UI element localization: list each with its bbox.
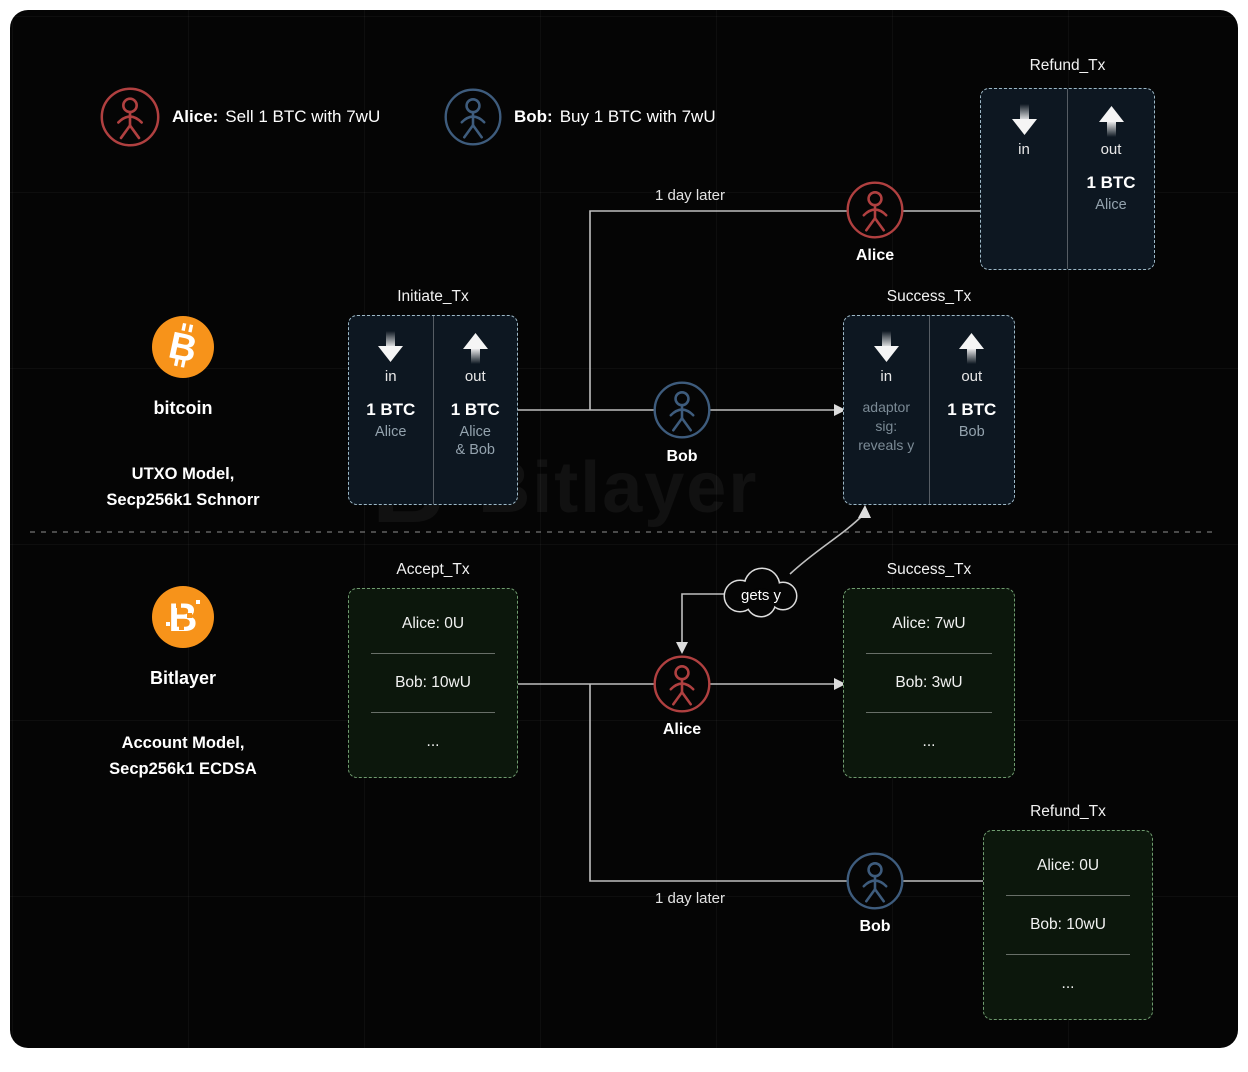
row-separator bbox=[371, 653, 495, 654]
watermark-text: Bitlayer bbox=[478, 448, 759, 528]
refund-tx-bitlayer-box: Alice: 0U Bob: 10wU ... bbox=[983, 830, 1153, 1020]
success-btc-out-column: out 1 BTC Bob bbox=[928, 316, 1015, 504]
bob-btc-icon bbox=[652, 380, 712, 440]
success-tx-bitlayer-title: Success_Tx bbox=[886, 561, 972, 578]
success-row-1: Alice: 7wU bbox=[892, 615, 966, 632]
refund-btc-in-column: in bbox=[981, 89, 1067, 269]
alice-bitlayer-icon bbox=[652, 654, 712, 714]
row-separator bbox=[866, 653, 992, 654]
refund-btc-out-column: out 1 BTC Alice bbox=[1067, 89, 1154, 269]
out-owner-line2: & Bob bbox=[455, 442, 496, 458]
out-amount: 1 BTC bbox=[1086, 173, 1136, 192]
legend-bob-icon bbox=[443, 87, 503, 147]
out-owner: Bob bbox=[958, 424, 985, 440]
row-separator bbox=[1006, 954, 1130, 955]
diagram-world: gets y B Bitlayer Alice: Sell 1 BTC with… bbox=[10, 10, 1238, 1048]
out-owner: Alice bbox=[1095, 197, 1127, 213]
out-arrow-icon bbox=[1098, 106, 1124, 137]
accept-row-3: ... bbox=[426, 733, 440, 750]
bob-bitlayer-icon bbox=[845, 851, 905, 911]
bitlayer-model: Account Model, Secp256k1 ECDSA bbox=[83, 730, 283, 782]
bitlayer-name: Bitlayer bbox=[149, 668, 217, 688]
accept-row-1: Alice: 0U bbox=[401, 615, 465, 632]
success-tx-btc-title: Success_Tx bbox=[886, 288, 972, 305]
in-arrow-icon bbox=[1011, 104, 1037, 135]
initiate-out-column: out 1 BTC Alice & Bob bbox=[432, 316, 518, 504]
accept-row-2: Bob: 10wU bbox=[395, 674, 471, 691]
gets-y-cloud: gets y bbox=[723, 567, 798, 618]
note-line1: adaptor bbox=[862, 399, 910, 415]
legend-alice-name: Alice: bbox=[172, 107, 219, 126]
note-line2: sig: bbox=[875, 418, 898, 434]
arrowhead-to-alice bbox=[676, 642, 688, 654]
out-amount: 1 BTC bbox=[947, 400, 997, 419]
bitlayer-model-line1: Account Model, bbox=[121, 734, 245, 752]
in-amount: 1 BTC bbox=[366, 400, 416, 419]
bitlayer-logo-letter: B bbox=[169, 596, 198, 640]
out-label: out bbox=[464, 368, 486, 385]
alice-top-icon bbox=[845, 180, 905, 240]
legend-alice-text: Alice: Sell 1 BTC with 7wU bbox=[172, 86, 380, 148]
success-row-3: ... bbox=[922, 733, 936, 750]
row-separator bbox=[866, 712, 992, 713]
out-arrow-icon bbox=[462, 333, 488, 364]
accept-tx-box: Alice: 0U Bob: 10wU ... bbox=[348, 588, 518, 778]
connector-cloud-to-alice bbox=[681, 593, 726, 643]
bitlayer-logo: B bbox=[151, 585, 215, 649]
in-label: in bbox=[384, 368, 397, 385]
legend-bob-text: Bob: Buy 1 BTC with 7wU bbox=[514, 87, 716, 147]
bob-btc-label: Bob bbox=[666, 448, 698, 465]
legend-bob-name: Bob: bbox=[514, 107, 553, 126]
bitcoin-model-line2: Secp256k1 Schnorr bbox=[106, 491, 260, 509]
out-arrow-icon bbox=[959, 333, 985, 364]
refund-row-1: Alice: 0U bbox=[1036, 857, 1100, 874]
success-btc-in-column: in adaptor sig: reveals y bbox=[844, 316, 929, 504]
refund-tx-btc-box: in out 1 BTC Alice bbox=[980, 88, 1155, 270]
out-amount: 1 BTC bbox=[450, 400, 500, 419]
out-owner-line1: Alice bbox=[459, 424, 491, 440]
refund-tx-bitlayer-title: Refund_Tx bbox=[1030, 803, 1106, 820]
legend-alice-desc: Sell 1 BTC with 7wU bbox=[225, 107, 381, 126]
adaptor-sig-note: adaptor sig: reveals y bbox=[858, 398, 914, 455]
refund-row-3: ... bbox=[1061, 975, 1075, 992]
out-label: out bbox=[1100, 141, 1122, 158]
legend-alice-icon bbox=[99, 86, 161, 148]
in-owner: Alice bbox=[375, 424, 407, 440]
refund-row-2: Bob: 10wU bbox=[1030, 916, 1106, 933]
arrowhead-to-btc-success-bottom bbox=[858, 505, 871, 518]
initiate-in-column: in 1 BTC Alice bbox=[349, 316, 433, 504]
initiate-tx-box: in 1 BTC Alice out 1 BTC Alice & Bob bbox=[348, 315, 518, 505]
out-label: out bbox=[961, 368, 983, 385]
in-arrow-icon bbox=[873, 331, 899, 362]
row-separator bbox=[371, 712, 495, 713]
alice-bitlayer-label: Alice bbox=[662, 721, 702, 738]
success-tx-btc-box: in adaptor sig: reveals y out 1 BTC Bob bbox=[843, 315, 1015, 505]
row-separator bbox=[1006, 895, 1130, 896]
refund-tx-btc-title: Refund_Tx bbox=[1029, 57, 1106, 74]
delay-label-top: 1 day later bbox=[654, 187, 726, 204]
delay-label-bottom: 1 day later bbox=[654, 890, 726, 907]
in-label: in bbox=[880, 368, 893, 385]
bitcoin-model: UTXO Model, Secp256k1 Schnorr bbox=[83, 461, 283, 513]
bitlayer-model-line2: Secp256k1 ECDSA bbox=[109, 760, 257, 778]
legend-bob-desc: Buy 1 BTC with 7wU bbox=[559, 107, 716, 126]
bob-bitlayer-label: Bob bbox=[859, 918, 891, 935]
accept-tx-title: Accept_Tx bbox=[396, 561, 470, 578]
note-line3: reveals y bbox=[858, 437, 915, 453]
bitcoin-name: bitcoin bbox=[153, 398, 213, 418]
success-tx-bitlayer-box: Alice: 7wU Bob: 3wU ... bbox=[843, 588, 1015, 778]
success-row-2: Bob: 3wU bbox=[895, 674, 963, 691]
in-label: in bbox=[1018, 141, 1030, 158]
gets-y-label: gets y bbox=[741, 587, 782, 604]
in-arrow-icon bbox=[378, 331, 404, 362]
bitcoin-logo: B bbox=[151, 315, 215, 379]
bitcoin-model-line1: UTXO Model, bbox=[131, 465, 235, 483]
initiate-tx-title: Initiate_Tx bbox=[397, 288, 469, 305]
diagram-canvas: gets y B Bitlayer Alice: Sell 1 BTC with… bbox=[10, 10, 1238, 1048]
alice-top-label: Alice bbox=[855, 247, 895, 264]
